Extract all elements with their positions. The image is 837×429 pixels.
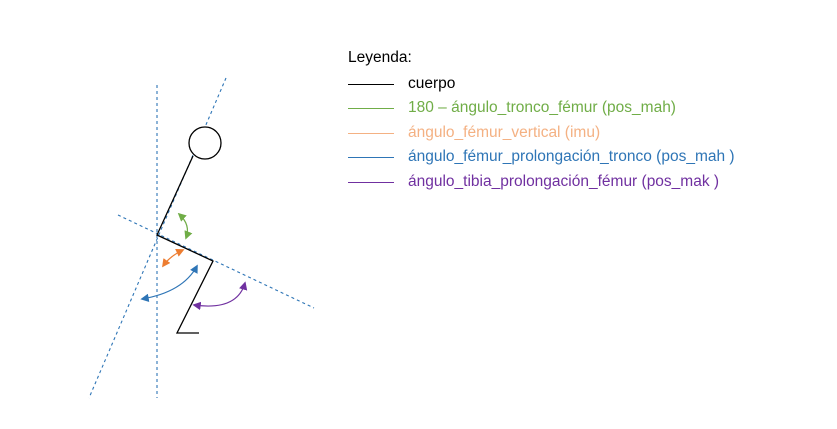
legend-swatch-femur-extension xyxy=(348,157,394,158)
body-stick-figure xyxy=(156,155,214,334)
legend-label-trunk-femur: 180 – ángulo_tronco_fémur (pos_mah) xyxy=(408,99,676,116)
femur-vertical-angle-arrow xyxy=(162,249,185,268)
femur-trunk-extension-angle-arrow xyxy=(140,264,198,303)
legend-item-trunk-femur: 180 – ángulo_tronco_fémur (pos_mah) xyxy=(348,96,676,121)
legend-item-body: cuerpo xyxy=(348,72,455,97)
legend-item-femur-vertical: ángulo_fémur_vertical (imu) xyxy=(348,121,600,146)
legend-swatch-femur-vertical xyxy=(348,132,394,134)
legend-title: Leyenda: xyxy=(348,49,412,66)
trunk-femur-angle-arrow xyxy=(177,212,193,240)
legend-swatch-trunk-femur xyxy=(348,108,394,109)
legend-swatch-body xyxy=(348,83,394,85)
trunk-extension-line xyxy=(88,77,227,399)
tibia-femur-extension-angle-arrow xyxy=(192,281,248,311)
legend-label-femur-vertical: ángulo_fémur_vertical (imu) xyxy=(408,123,601,141)
legend-swatch-tibia-extension xyxy=(348,181,394,183)
legend-item-femur-extension: ángulo_fémur_prolongación_tronco (pos_ma… xyxy=(348,145,735,170)
legend: Leyenda: cuerpo 180 – ángulo_tronco_fému… xyxy=(348,46,735,195)
head-shape xyxy=(188,126,222,160)
femur-extension-line xyxy=(117,214,315,309)
legend-label-femur-extension: ángulo_fémur_prolongación_tronco (pos_ma… xyxy=(408,148,735,165)
legend-label-tibia-extension: ángulo_tibia_prolongación_fémur (pos_mak… xyxy=(408,172,720,190)
legend-item-tibia-extension: ángulo_tibia_prolongación_fémur (pos_mak… xyxy=(348,170,719,195)
legend-label-body: cuerpo xyxy=(408,74,456,92)
